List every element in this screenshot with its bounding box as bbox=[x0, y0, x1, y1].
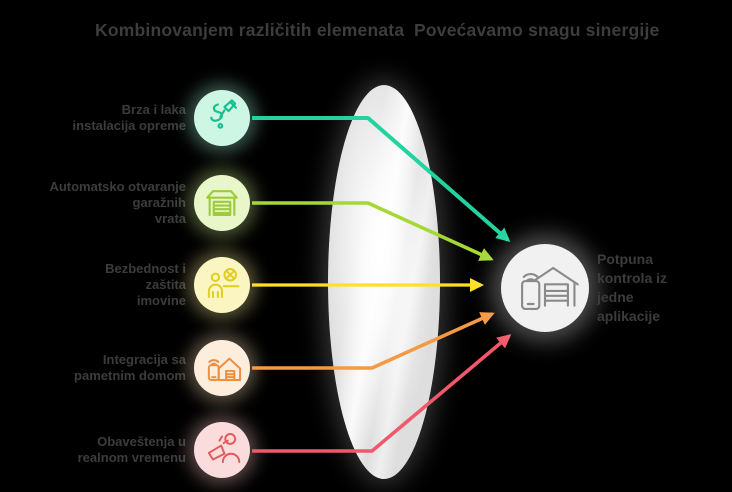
label-line: garažnih bbox=[132, 195, 186, 210]
feature-node-installation bbox=[194, 90, 250, 146]
feature-node-smart-home bbox=[194, 340, 250, 396]
label-line: vrata bbox=[154, 211, 186, 226]
label-line: pametnim domom bbox=[74, 368, 186, 383]
label-line: zaštita bbox=[145, 277, 186, 292]
label-line: Brza i laka bbox=[121, 102, 186, 117]
feature-label-notifications: Obaveštenja u realnom vremenu bbox=[16, 434, 186, 466]
garage-door-icon bbox=[199, 178, 245, 229]
label-line: Potpuna bbox=[597, 251, 653, 267]
title-right: Povećavamo snagu sinergije bbox=[414, 20, 660, 40]
label-line: jedne bbox=[597, 289, 634, 305]
target-label: Potpuna kontrola iz jedne aplikacije bbox=[597, 250, 732, 326]
label-line: realnom vremenu bbox=[77, 450, 186, 465]
smart-garage-phone-icon bbox=[509, 250, 581, 327]
feature-label-smart-home: Integracija sa pametnim domom bbox=[16, 352, 186, 384]
title-left: Kombinovanjem različitih elemenata bbox=[95, 20, 405, 40]
label-line: Bezbednost i bbox=[105, 261, 186, 276]
label-line: Automatsko otvaranje bbox=[49, 179, 186, 194]
feature-label-installation: Brza i laka instalacija opreme bbox=[16, 102, 186, 134]
label-line: instalacija opreme bbox=[72, 118, 186, 133]
label-line: Obaveštenja u bbox=[97, 434, 186, 449]
smart-home-icon bbox=[199, 343, 245, 394]
megaphone-person-icon bbox=[199, 425, 245, 476]
target-node-smart-garage-app bbox=[501, 244, 589, 332]
convergence-lens bbox=[328, 85, 440, 479]
feature-label-garage-door: Automatsko otvaranje garažnih vrata bbox=[16, 179, 186, 227]
push-pin-icon bbox=[199, 93, 245, 144]
feature-node-security bbox=[194, 257, 250, 313]
label-line: kontrola iz bbox=[597, 270, 668, 286]
label-line: imovine bbox=[136, 293, 186, 308]
feature-label-security: Bezbednost i zaštita imovine bbox=[16, 261, 186, 309]
feature-node-notifications bbox=[194, 422, 250, 478]
feature-node-garage-door bbox=[194, 175, 250, 231]
label-line: Integracija sa bbox=[102, 352, 186, 367]
label-line: aplikacije bbox=[597, 308, 661, 324]
restricted-person-icon bbox=[199, 260, 245, 311]
